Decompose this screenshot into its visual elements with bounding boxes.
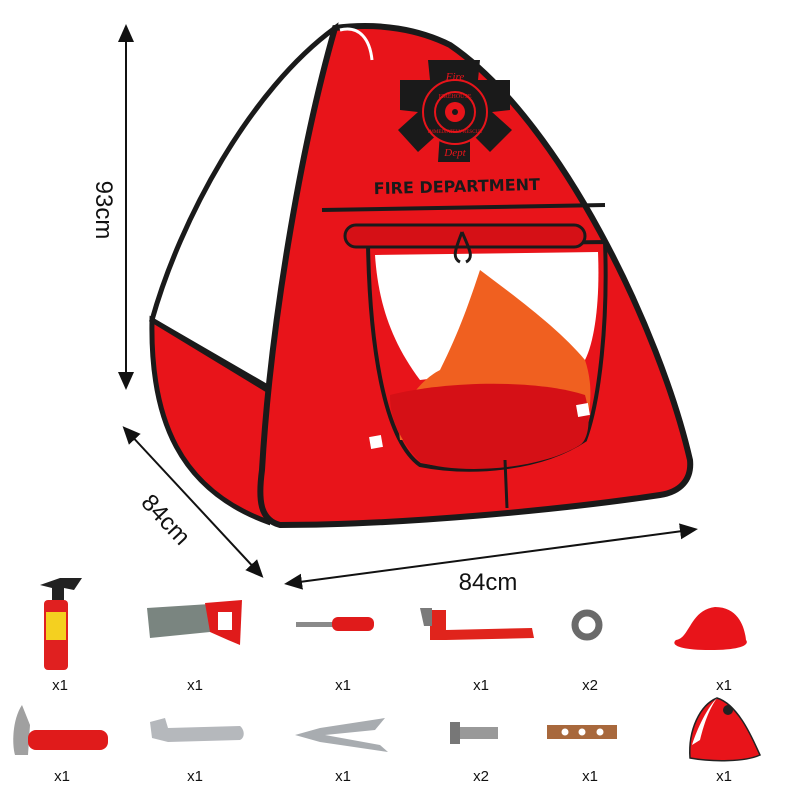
item-qty: x1 bbox=[52, 677, 68, 694]
item-pliers bbox=[295, 718, 388, 752]
depth-label: 84cm bbox=[136, 489, 196, 550]
item-mini-tent bbox=[689, 697, 762, 762]
item-adjustable-wrench bbox=[150, 718, 244, 742]
item-saw bbox=[147, 600, 242, 645]
svg-text:FIREHOUSE: FIREHOUSE bbox=[438, 94, 471, 100]
item-hammer bbox=[13, 705, 108, 755]
fire-badge-logo: Fire FIREHOUSE IMMEDIATELY RESCUE Dept bbox=[398, 60, 512, 162]
width-arrow bbox=[284, 523, 698, 590]
tent: Fire FIREHOUSE IMMEDIATELY RESCUE Dept F… bbox=[149, 22, 694, 529]
height-label: 93cm bbox=[90, 181, 117, 240]
item-qty: x1 bbox=[187, 677, 203, 694]
item-qty: x1 bbox=[716, 677, 732, 694]
item-qty: x2 bbox=[582, 677, 598, 694]
svg-text:Fire: Fire bbox=[445, 71, 465, 83]
width-label: 84cm bbox=[459, 569, 518, 596]
depth-arrow bbox=[122, 426, 264, 578]
item-qty: x1 bbox=[582, 768, 598, 785]
item-screwdriver bbox=[296, 617, 374, 631]
item-qty: x1 bbox=[716, 768, 732, 785]
item-wood-plank bbox=[547, 725, 617, 739]
item-fire-extinguisher bbox=[40, 578, 82, 670]
svg-text:Dept: Dept bbox=[443, 147, 466, 159]
item-qty: x1 bbox=[473, 677, 489, 694]
item-bolt bbox=[450, 722, 498, 744]
tent-side-red bbox=[149, 315, 295, 526]
svg-text:IMMEDIATELY RESCUE: IMMEDIATELY RESCUE bbox=[428, 130, 482, 135]
item-qty: x1 bbox=[54, 768, 70, 785]
item-pipe-wrench bbox=[420, 608, 534, 640]
item-qty: x1 bbox=[335, 677, 351, 694]
item-washer bbox=[571, 609, 603, 641]
item-qty: x2 bbox=[473, 768, 489, 785]
item-helmet bbox=[674, 607, 747, 650]
item-qty: x1 bbox=[335, 768, 351, 785]
item-qty: x1 bbox=[187, 768, 203, 785]
tent-banner: FIRE DEPARTMENT bbox=[374, 175, 541, 198]
